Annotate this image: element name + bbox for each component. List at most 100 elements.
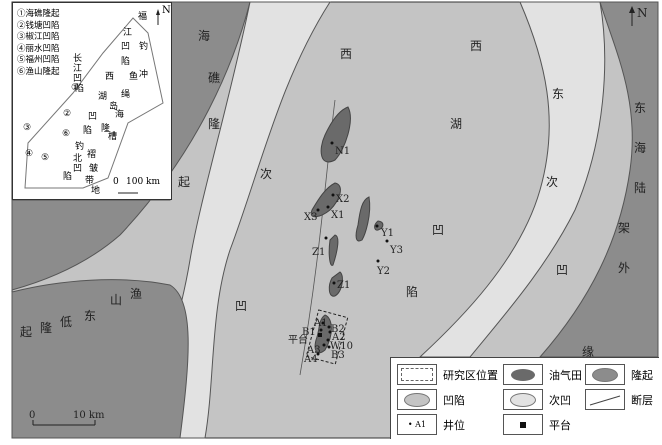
- well-label: B1: [302, 327, 316, 338]
- inset-label: 长: [73, 54, 83, 64]
- well-marker: [385, 239, 389, 243]
- inset-label: 凹: [73, 164, 83, 174]
- legend-oil-field: 油气田: [503, 364, 582, 385]
- inset-label: 西: [105, 72, 115, 82]
- inset-label: 带: [85, 176, 95, 186]
- region-label-haijiao: 起: [178, 175, 190, 189]
- well-marker: [331, 193, 335, 197]
- well-label: X2: [336, 194, 349, 205]
- north-arrow-head-icon: [629, 6, 635, 13]
- well-label: B2: [331, 324, 345, 335]
- well-marker: [327, 345, 331, 349]
- inset-label: ①: [71, 83, 80, 93]
- region-label-ci_ao_left: 凹: [235, 299, 247, 313]
- well-label: A4: [303, 354, 318, 365]
- region-label-ci_ao_right: 缘: [582, 345, 594, 359]
- inset-label: 陷: [75, 84, 85, 94]
- well-marker: [375, 224, 379, 228]
- region-label-xihu: 凹: [432, 223, 444, 237]
- inset-label: ③: [23, 123, 32, 133]
- inset-scale-label: 100 km: [126, 177, 161, 187]
- legend-depression: 凹陷: [397, 389, 465, 410]
- inset-north-arrow-icon: [156, 9, 160, 15]
- well-marker: [326, 338, 330, 342]
- region-label-xihu: 西: [470, 39, 482, 53]
- well-label: Y2: [376, 266, 390, 277]
- inset-legend-item: ④丽水凹陷: [17, 43, 60, 54]
- well-label: A2: [331, 332, 346, 343]
- well-marker: [332, 281, 336, 285]
- inset-label: 凹: [121, 42, 131, 52]
- donghai-uplift: [538, 1, 659, 358]
- inset-label: 江: [73, 64, 83, 74]
- scale-zero: 0: [29, 410, 35, 421]
- inset-basin-outline: [24, 17, 164, 189]
- well-marker: [322, 343, 326, 347]
- well-label: W10: [330, 341, 353, 352]
- inset-label: 福: [138, 12, 148, 22]
- inset-label: ⑤: [41, 153, 50, 163]
- inset-label: 鱼: [129, 72, 139, 82]
- well-marker: [324, 236, 328, 240]
- well-marker: [327, 325, 331, 329]
- scale-label: 10 km: [73, 410, 105, 421]
- region-label-yushan: 山: [110, 293, 122, 307]
- inset-label: 钓: [75, 142, 85, 152]
- inset-label: ②: [63, 109, 72, 119]
- inset-label: 槽: [108, 132, 118, 142]
- well-marker: [328, 330, 332, 334]
- inset-label: ④: [25, 149, 34, 159]
- platform-marker: [318, 333, 322, 337]
- inset-label: ⑥: [62, 129, 71, 139]
- region-label-yushan: 隆: [40, 320, 52, 335]
- inset-legend-item: ②钱塘凹陷: [17, 20, 60, 31]
- region-label-donghai: 东: [634, 101, 646, 115]
- well-label: Z1: [312, 247, 325, 258]
- region-label-donghai: 外: [618, 261, 630, 275]
- region-label-donghai: 架: [618, 221, 630, 235]
- region-label-xihu: 西: [340, 47, 352, 61]
- region-label-ci_ao_right: 东: [552, 87, 564, 101]
- well-label: X3: [304, 212, 317, 223]
- region-label-ci_ao_right: 次: [546, 175, 558, 189]
- inset-north-label: N: [162, 5, 171, 16]
- region-label-xihu: 陷: [406, 284, 418, 299]
- legend-sub-depression: 次凹: [503, 389, 571, 410]
- legend-uplift: 隆起: [585, 364, 653, 385]
- well-marker: [316, 352, 320, 356]
- region-label-ci_ao_right: 凹: [556, 263, 568, 277]
- region-label-yushan: 渔: [130, 287, 142, 301]
- oil-fields: [310, 106, 384, 354]
- inset-legend-item: ③椒江凹陷: [17, 32, 60, 42]
- inset-label: 隆: [101, 124, 111, 134]
- region-label-haijiao: 海: [198, 28, 210, 43]
- yushan-uplift: [11, 279, 189, 439]
- inset-label: 湖: [98, 92, 108, 102]
- region-label-haijiao: 礁: [208, 70, 220, 85]
- inset-legend-item: ①海礁隆起: [17, 9, 60, 19]
- region-label-donghai: 海: [634, 140, 646, 155]
- inset-label: 凹: [73, 74, 83, 84]
- inset-label: 钓: [139, 42, 149, 52]
- well-marker: [326, 205, 330, 209]
- well-label: B3: [331, 350, 345, 361]
- inset-scale-zero: 0: [113, 177, 119, 187]
- well-marker: [321, 321, 325, 325]
- well-label: A3: [306, 345, 321, 356]
- inset-label: 皱: [89, 164, 99, 174]
- inset-label: 陷: [121, 57, 131, 67]
- inset-label: 褶: [87, 150, 97, 160]
- inset-label: 地: [91, 186, 101, 196]
- well-marker: [330, 141, 334, 145]
- region-label-yushan: 起: [20, 325, 32, 339]
- well-label: Y3: [389, 245, 403, 256]
- inset-legend-item: ⑤福州凹陷: [17, 55, 60, 65]
- inset-label: 冲: [139, 70, 149, 80]
- inset-label: 陷: [83, 126, 93, 136]
- region-label-yushan: 东: [84, 309, 96, 323]
